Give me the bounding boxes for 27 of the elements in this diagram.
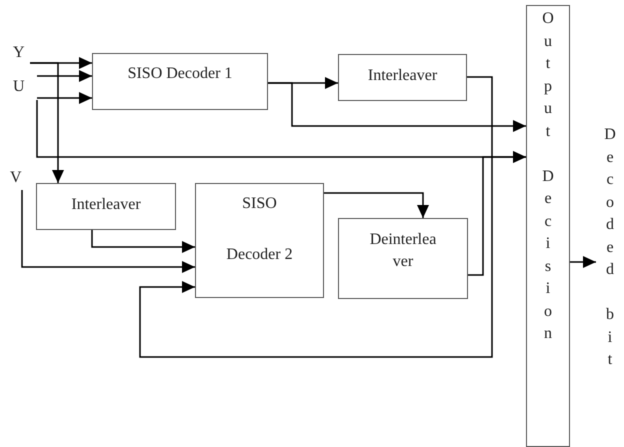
- arrow: [30, 62, 64, 183]
- interleaver-box: [36, 183, 176, 230]
- arrow: [37, 92, 92, 104]
- arrow: [21, 190, 195, 273]
- box-label: Interleaver: [70, 195, 142, 215]
- interleaver-box: [338, 54, 467, 101]
- output-decision-box: [526, 5, 570, 447]
- arrow: [268, 82, 526, 132]
- box-label: SISO Decoder 1: [126, 64, 234, 84]
- box-label: SISO: [241, 194, 278, 214]
- output-label: Decoded bit: [603, 125, 617, 370]
- deinterleaver-box: [338, 218, 468, 299]
- arrow: [37, 70, 92, 82]
- decoder-box: [195, 183, 324, 298]
- box-label: Decoder 2: [225, 245, 294, 265]
- arrow: [324, 192, 429, 218]
- box-label: Output Decision: [541, 9, 555, 344]
- decoder-box: [92, 53, 268, 110]
- input-label: V: [10, 168, 23, 188]
- box-label: Interleaver: [366, 66, 438, 86]
- input-label: U: [13, 77, 26, 97]
- box-label: Deinterlea ver: [368, 230, 438, 272]
- input-label: Y: [13, 43, 26, 63]
- arrow: [91, 230, 195, 253]
- arrow: [139, 76, 493, 358]
- arrow: [468, 151, 526, 276]
- arrow: [570, 256, 596, 268]
